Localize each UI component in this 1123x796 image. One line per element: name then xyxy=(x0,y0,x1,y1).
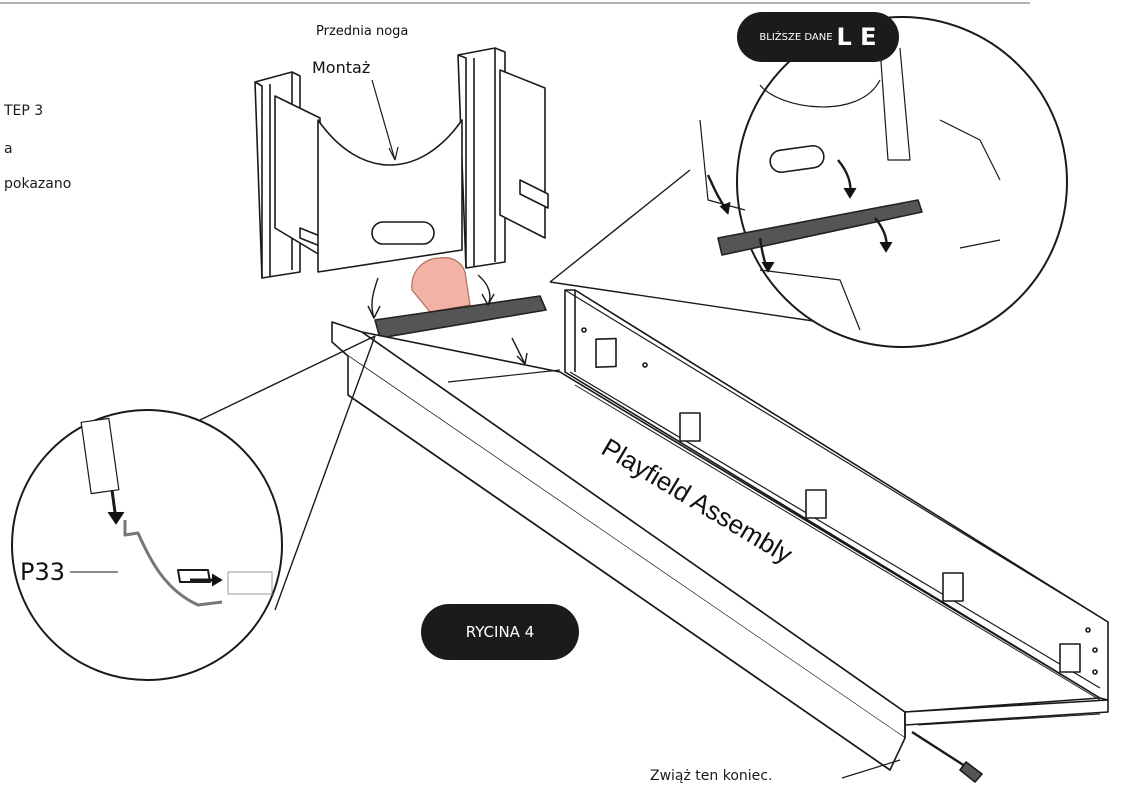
instruction-line: pokazano xyxy=(4,176,72,192)
part-label: P33 xyxy=(20,558,66,586)
detail-label: BLIŻSZE DANE xyxy=(759,31,833,43)
front-leg-drawing xyxy=(254,47,549,279)
right-detail-callout xyxy=(549,16,1068,348)
hand-illustration xyxy=(411,257,471,313)
detail-letters: L E xyxy=(836,23,877,51)
front-leg-label: Przednia noga xyxy=(316,24,409,39)
step-number: TEP 3 xyxy=(4,103,44,119)
tie-end-label: Zwiąż ten koniec. xyxy=(650,768,773,784)
detail-badge: BLIŻSZE DANE L E xyxy=(737,12,899,62)
figure-badge: RYCINA 4 xyxy=(421,604,579,660)
left-detail-callout xyxy=(11,335,376,681)
figure-label: RYCINA 4 xyxy=(465,623,535,641)
playfield-tray xyxy=(331,289,1109,771)
instruction-line: a xyxy=(4,141,13,157)
assembly-label: Montaż xyxy=(312,58,371,77)
